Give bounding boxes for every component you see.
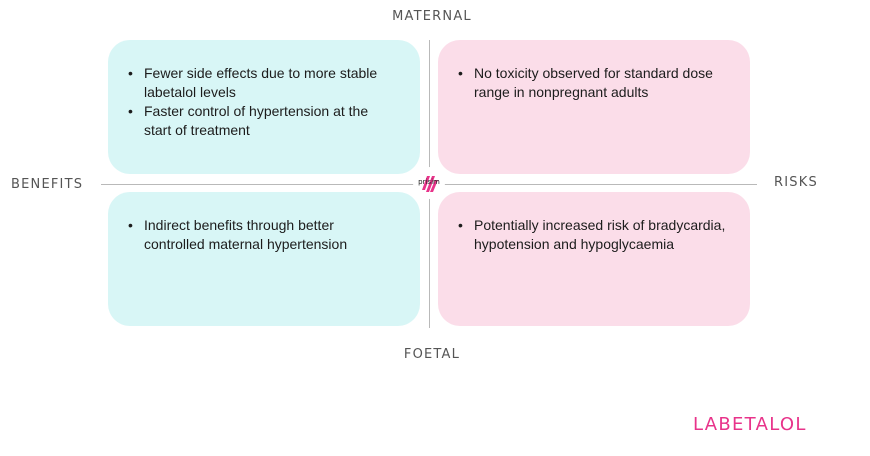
logo-text: prisim	[418, 178, 440, 186]
bullet-list: Indirect benefits through better control…	[128, 216, 398, 254]
axis-label-maternal: MATERNAL	[392, 9, 472, 24]
bullet-item: No toxicity observed for standard dose r…	[458, 64, 728, 102]
bullet-item: Potentially increased risk of bradycardi…	[458, 216, 728, 254]
bullet-item: Fewer side effects due to more stable la…	[128, 64, 398, 102]
drug-name-title: LABETALOL	[693, 414, 807, 435]
logo-mark-icon	[422, 176, 438, 192]
bullet-item: Indirect benefits through better control…	[128, 216, 398, 254]
axis-label-foetal: FOETAL	[403, 347, 461, 362]
axis-label-benefits: BENEFITS	[11, 177, 84, 192]
quadrant-foetal-benefits: Indirect benefits through better control…	[108, 192, 420, 326]
bullet-list: No toxicity observed for standard dose r…	[458, 64, 728, 102]
quadrant-maternal-risks: No toxicity observed for standard dose r…	[438, 40, 750, 174]
quadrant-maternal-benefits: Fewer side effects due to more stable la…	[108, 40, 420, 174]
bullet-list: Potentially increased risk of bradycardi…	[458, 216, 728, 254]
prisim-logo: prisim	[413, 167, 445, 199]
axis-label-risks: RISKS	[774, 175, 818, 190]
quadrant-foetal-risks: Potentially increased risk of bradycardi…	[438, 192, 750, 326]
bullet-item: Faster control of hypertension at the st…	[128, 102, 398, 140]
bullet-list: Fewer side effects due to more stable la…	[128, 64, 398, 140]
